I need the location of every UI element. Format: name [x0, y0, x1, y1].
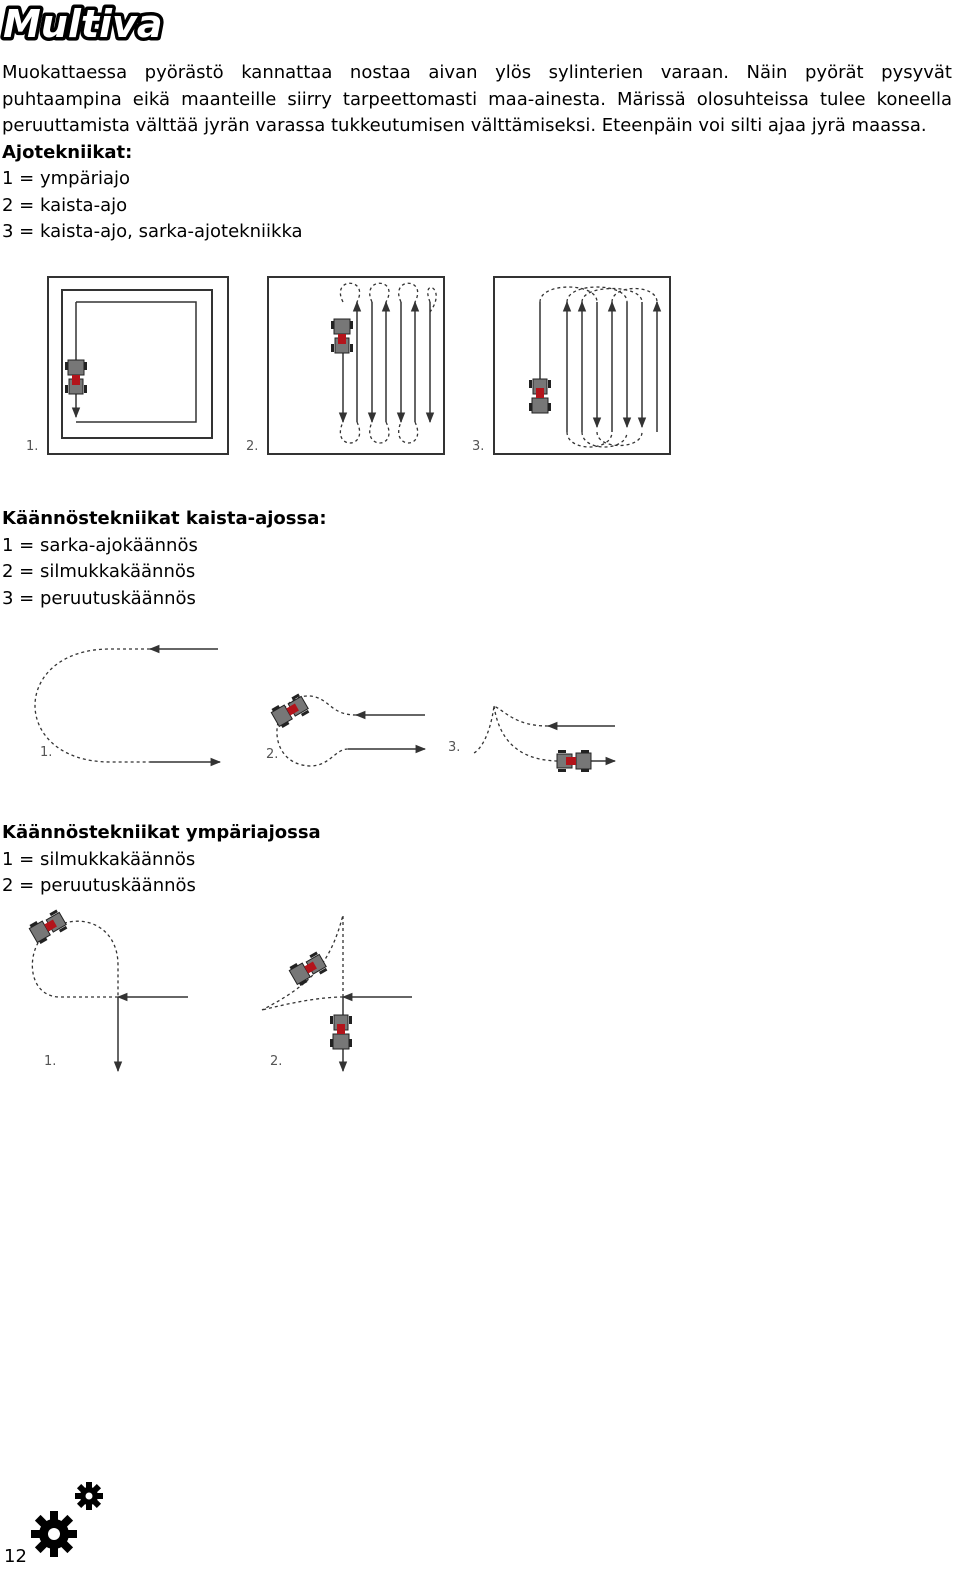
page-number: 12 [4, 1546, 27, 1567]
round-turning-block: Käännöstekniikat ympäriajossa 1 = silmuk… [2, 820, 321, 900]
figure-label: 1. [26, 439, 38, 454]
section-title-lane-turns: Käännöstekniikat kaista-ajossa: [2, 508, 327, 529]
list-item: 2 = peruutuskäännös [2, 875, 196, 896]
list-item: 3 = peruutuskäännös [2, 587, 196, 609]
figure-label: 3. [448, 740, 460, 755]
round-reverse-turn-diagram: 2. [261, 914, 412, 1073]
round-turning-figure: 1. 2. [27, 908, 412, 1073]
figure-label: 1. [44, 1054, 56, 1069]
section-turn-diagram: 1. [34, 644, 222, 767]
loop-turn-diagram: 2. [266, 692, 427, 767]
driving-techniques-figure: 1. 2. [26, 276, 671, 455]
reverse-turn-diagram: 3. [448, 705, 617, 773]
lane-driving-diagram: 2. [246, 276, 445, 455]
svg-text:Multiva: Multiva [3, 2, 163, 46]
list-item: 1 = ympäriajo [2, 168, 131, 189]
section-title-round-turns: Käännöstekniikat ympäriajossa [2, 822, 321, 843]
list-item: 2 = silmukkakäännös [2, 561, 196, 582]
intro-block: Muokattaessa pyörästö kannattaa nostaa a… [2, 60, 952, 246]
round-driving-diagram: 1. [26, 276, 229, 455]
section-driving-diagram: 3. [472, 276, 671, 455]
list-item: 1 = sarka-ajokäännös [2, 534, 198, 556]
figure-label: 2. [270, 1054, 282, 1069]
gears-icon [31, 1482, 103, 1557]
multiva-logo: Multiva [0, 0, 166, 50]
list-item: 2 = kaista-ajo [2, 194, 128, 216]
figure-label: 1. [40, 745, 52, 760]
figure-label: 2. [266, 747, 278, 762]
lane-turning-block: Käännöstekniikat kaista-ajossa: 1 = sark… [2, 506, 327, 612]
list-item: 3 = kaista-ajo, sarka-ajotekniikka [2, 221, 303, 242]
intro-paragraph: Muokattaessa pyörästö kannattaa nostaa a… [2, 62, 952, 136]
figure-label: 3. [472, 439, 484, 454]
figure-label: 2. [246, 439, 258, 454]
section-title-driving-techniques: Ajotekniikat: [2, 141, 133, 163]
lane-turning-figure: 1. 2. 3. [34, 644, 617, 773]
round-loop-turn-diagram: 1. [27, 908, 188, 1073]
list-item: 1 = silmukkakäännös [2, 848, 196, 870]
